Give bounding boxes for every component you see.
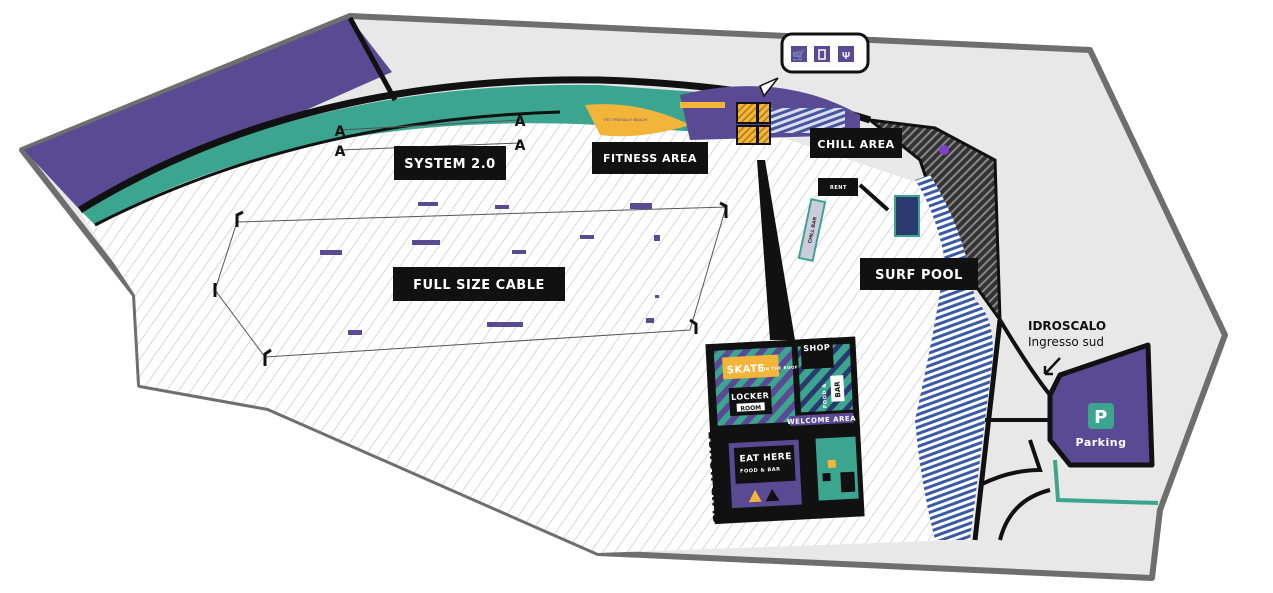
rent-building: RENT [818,178,858,196]
chill-bar: CHILL BAR [797,198,827,262]
svg-text:A: A [515,114,526,130]
svg-text:SURF POOL: SURF POOL [875,268,963,283]
svg-text:P: P [1094,407,1108,428]
bar-label: BAR [833,380,842,397]
svg-text:ON THE ROOF: ON THE ROOF [762,364,799,371]
pointer-arrow-icon [759,77,779,98]
svg-text:A: A [335,144,346,160]
shop-label: SHOP [803,343,831,353]
label-surf-pool[interactable]: SURF POOL [860,258,978,290]
amenity-callout[interactable]: 🛒 Ψ [759,32,870,98]
svg-text:Ψ: Ψ [842,51,850,62]
lake-area [24,18,392,210]
svg-text:SYSTEM 2.0: SYSTEM 2.0 [404,157,495,172]
svg-text:🛒: 🛒 [792,49,806,62]
entrance-arrow-icon [1043,357,1061,376]
label-fitness[interactable]: FITNESS AREA [592,142,708,174]
club-house-label: CLUB HOUSE [707,430,727,524]
welcome-label: WELCOME AREA [787,415,857,427]
svg-text:FITNESS AREA: FITNESS AREA [603,152,697,165]
locker-label: LOCKER [731,391,770,402]
svg-text:FOOD & BAR: FOOD & BAR [740,467,781,475]
label-full-size-cable[interactable]: FULL SIZE CABLE [393,267,565,301]
cable-obstacles [320,202,660,335]
full-size-cable-line [214,206,727,358]
svg-text:FOOD &: FOOD & [822,383,829,409]
entrance-subtitle: Ingresso sud [1028,335,1104,349]
river [915,175,993,540]
svg-text:FULL SIZE CABLE: FULL SIZE CABLE [413,278,545,293]
club-house[interactable]: SKATE ON THE ROOF LOCKER ROOM SHOP FOOD … [702,336,865,524]
label-system[interactable]: SYSTEM 2.0 [394,146,506,180]
parking-icon [1088,403,1114,429]
svg-text:CHILL AREA: CHILL AREA [817,138,894,151]
parking-label: Parking [1076,436,1127,449]
cart-icon [791,46,807,62]
surf-pool [894,195,920,237]
svg-text:A: A [515,138,526,154]
skate-label: SKATE [727,363,766,376]
parking-lot[interactable]: P Parking [1047,342,1155,468]
green-band [80,84,740,225]
label-chill[interactable]: CHILL AREA [810,128,902,158]
svg-text:CHILL BAR: CHILL BAR [807,216,819,244]
svg-text:ROOM: ROOM [740,404,761,412]
svg-text:RENT: RENT [830,185,847,191]
drink-icon [814,46,830,62]
eat-here-label: EAT HERE [739,452,792,465]
pet-beach [585,104,690,137]
entrance-title: IDROSCALO [1028,319,1106,333]
pet-beach-label: PET FRIENDLY BEACH [604,117,647,122]
svg-text:A: A [335,124,346,140]
restaurant-icon [838,46,854,62]
